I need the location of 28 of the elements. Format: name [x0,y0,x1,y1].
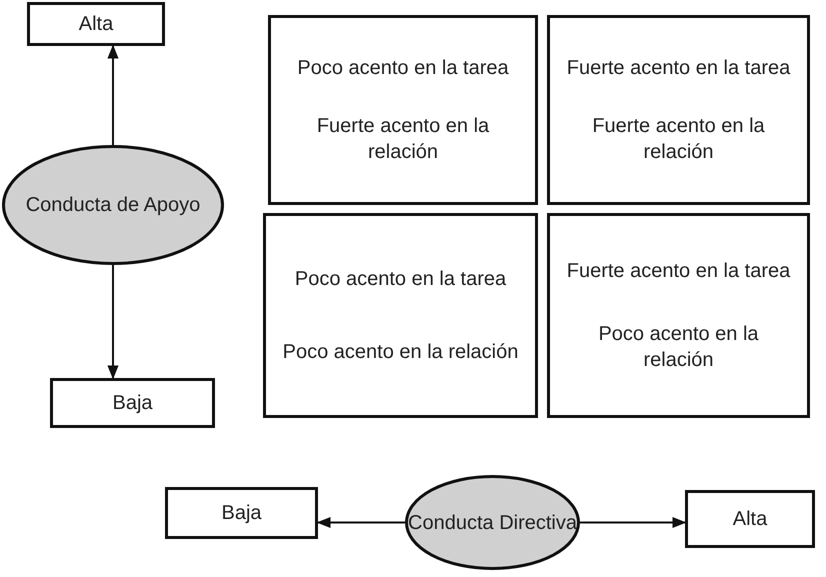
label-box [50,378,215,428]
node-text: Fuerte acento en la tarea [566,56,790,81]
node-text: Alta [732,507,768,532]
node-text: Conducta Directiva [408,510,577,536]
node-text: Baja [221,501,262,526]
label-box [165,487,318,539]
quadrant-box [547,213,810,418]
quadrant-box [268,15,538,205]
quadrant-box [263,213,538,418]
arrow [316,516,405,528]
node-text: Poco acento en la tarea [294,267,506,292]
node-text: Poco acento en la tarea [297,56,509,81]
label-box [27,2,165,46]
node-text: Poco acento en la relación [282,340,518,365]
node-text: Conducta de Apoyo [26,193,200,218]
node-text: Fuerte acento en la tarea [566,258,790,284]
arrow [107,44,119,145]
ellipse-node [2,145,224,265]
ellipse-node [405,475,580,570]
arrow [580,516,686,528]
node-text: Fuerte acento en la relación [316,114,490,166]
node-text: Poco acento en la relación [597,322,760,374]
node-text: Fuerte acento en la relación [591,114,766,166]
quadrant-box [547,15,810,205]
label-box [685,490,815,548]
node-text: Alta [78,12,114,37]
arrow [107,265,119,380]
node-text: Baja [112,391,153,416]
